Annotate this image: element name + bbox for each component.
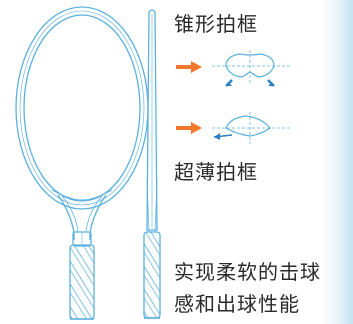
tapered-frame-label: 锥形拍框	[174, 12, 258, 36]
racket-front-view	[15, 6, 149, 320]
thin-frame-section	[212, 112, 290, 144]
tapered-frame-section	[212, 50, 290, 87]
right-arrow-icon	[176, 122, 202, 134]
right-arrow-icon	[176, 61, 202, 73]
racket-handle	[69, 244, 95, 320]
edge-background-glow	[321, 0, 353, 324]
caption-line-1: 实现柔软的击球	[174, 260, 321, 284]
racket-head-outer	[15, 6, 149, 210]
racket-side-handle	[143, 231, 161, 319]
caption-line-2: 感和出球性能	[174, 292, 300, 316]
racket-side-view	[143, 9, 161, 319]
racket-head-inner	[23, 14, 141, 202]
thin-frame-label: 超薄拍框	[174, 160, 258, 184]
